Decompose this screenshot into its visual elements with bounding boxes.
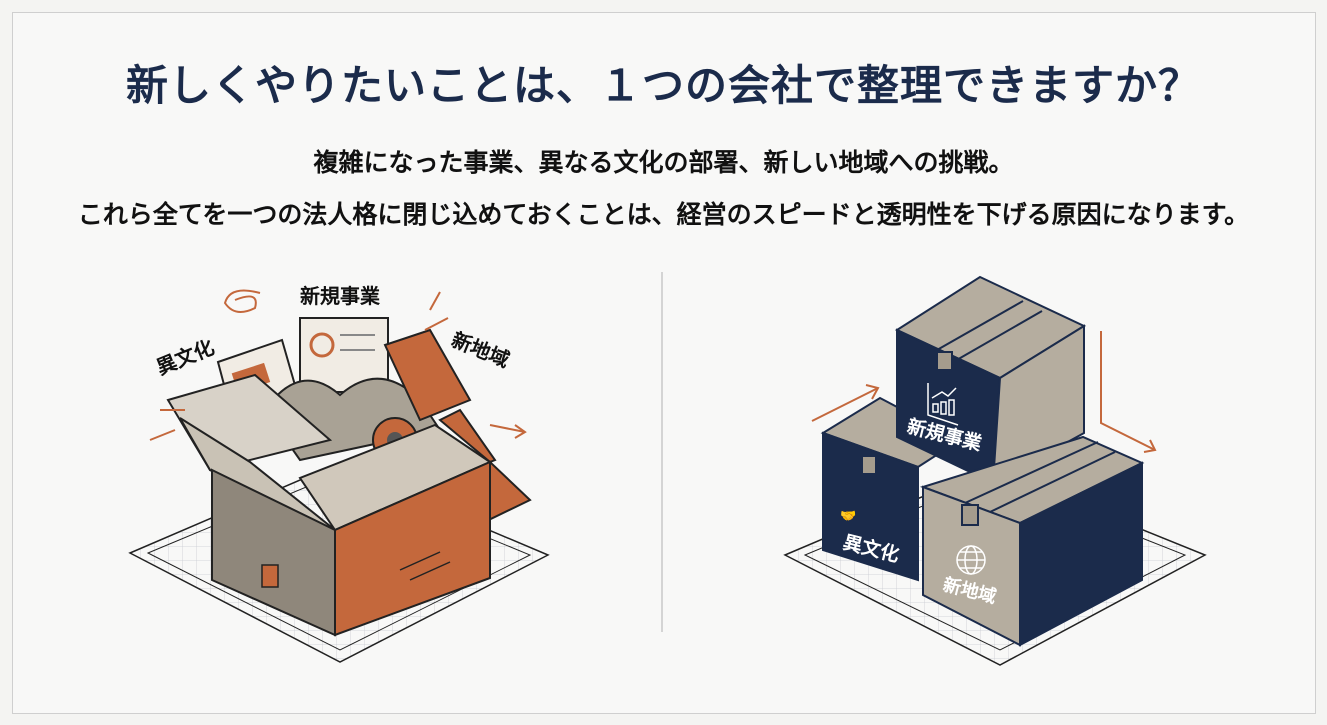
box-new-business: 新規事業 bbox=[894, 275, 1087, 485]
globe-icon bbox=[956, 545, 986, 575]
label-new-business: 新規事業 bbox=[300, 284, 381, 308]
organized-boxes-illustration: 🤝 異文化 新規事業 bbox=[783, 275, 1207, 666]
chart-icon bbox=[927, 383, 959, 426]
label-region: 新地域 bbox=[448, 327, 513, 372]
subtitle-line-2: これら全てを一つの法人格に閉じ込めておくことは、経営のスピードと透明性を下げる原… bbox=[77, 200, 1250, 229]
messy-box-illustration: 新規事業 異文化 新地域 bbox=[128, 284, 550, 663]
swirl-mark bbox=[223, 289, 261, 313]
subtitle-line-1: 複雑になった事業、異なる文化の部署、新しい地域への挑戦。 bbox=[313, 148, 1014, 177]
slide-title: 新しくやりたいことは、１つの会社で整理できますか？ bbox=[125, 61, 1201, 110]
box-region: 新地域 bbox=[919, 435, 1145, 647]
label-culture: 異文化 bbox=[153, 335, 218, 380]
handshake-icon: 🤝 bbox=[840, 509, 856, 524]
